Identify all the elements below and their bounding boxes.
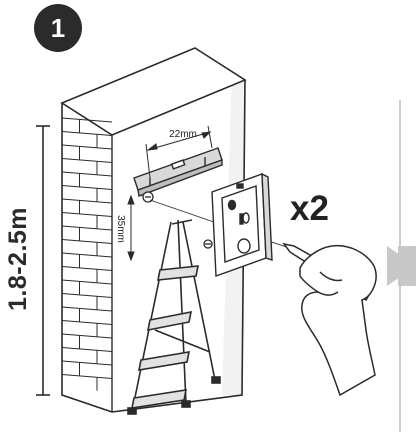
brick-course-line: [61, 158, 113, 163]
next-arrow-icon[interactable]: [387, 246, 416, 286]
mounting-height-label: 1.8-2.5m: [4, 206, 32, 312]
height-bracket: [36, 125, 50, 396]
brick-course-line: [61, 117, 113, 123]
vertical-dimension: [127, 194, 135, 262]
wall-plate-icon: [211, 172, 273, 277]
brick-course-line: [61, 239, 113, 244]
brick-course-line: [61, 347, 113, 352]
brick-course-line: [61, 185, 113, 190]
brick-course-line: [61, 131, 113, 136]
brick-course-line: [61, 360, 113, 366]
brick-course-line: [61, 266, 113, 271]
horizontal-dimension-label: 22mm: [169, 129, 197, 140]
hand-pencil-icon: [282, 242, 377, 397]
screw-quantity-label: x2: [290, 189, 329, 228]
screw-icon: [142, 191, 213, 249]
brick-course-line: [61, 374, 113, 379]
brick-course-line: [61, 144, 113, 150]
vertical-dimension-label: 35mm: [115, 215, 126, 243]
brick-course-line: [61, 333, 113, 339]
step-ladder-icon: [127, 219, 221, 415]
spirit-level-icon: [133, 147, 223, 197]
brick-course-line: [61, 320, 113, 325]
brick-course-line: [61, 279, 113, 285]
step-number-badge: 1: [34, 4, 82, 52]
brick-course-line: [61, 198, 113, 204]
brick-course-line: [61, 306, 113, 312]
brick-course-line: [61, 212, 113, 217]
brick-course-line: [61, 293, 113, 298]
horizontal-dimension: [145, 125, 213, 179]
brick-course-line: [61, 225, 113, 231]
brick-course-line: [61, 252, 113, 258]
brick-course-line: [61, 171, 113, 177]
